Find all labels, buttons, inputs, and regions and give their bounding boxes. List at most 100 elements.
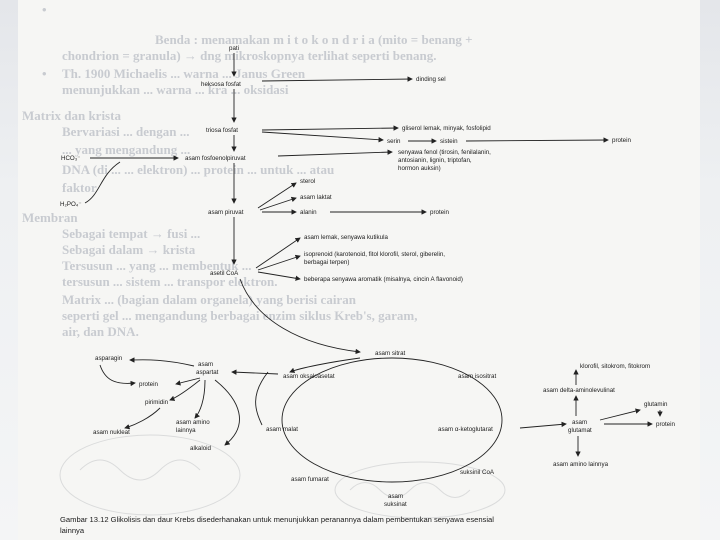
- label-fenol-1: senyawa fenol (tirosin, fenilalanin,: [398, 149, 491, 156]
- arrow-to-asam-lemak: [255, 237, 301, 269]
- arrow-to-gliserol: [261, 125, 399, 131]
- label-serin: serin: [387, 138, 401, 145]
- bg-heading-membrane: Membran: [22, 210, 78, 225]
- label-delta-ala: asam delta-aminolevulinat: [543, 387, 615, 394]
- label-alanin: alanin: [300, 209, 317, 216]
- glycolysis-pathway: pati heksosa fosfat dinding sel triosa f…: [60, 45, 631, 373]
- bg-bullet-dot-2: •: [42, 66, 47, 81]
- bg-bullet8-line1: Tersusun ... yang ... membentuk ...: [62, 258, 252, 273]
- label-asam-amino-lain-3: asam amino lainnya: [553, 461, 609, 468]
- arrow-asetil-sitrat: [239, 278, 361, 355]
- background-slide-text: • Benda : menamakan m i t o k o n d r i …: [22, 2, 473, 339]
- bg-bullet9-line1: Matrix ... (bagian dalam organela) yang …: [62, 292, 357, 307]
- bg-bullet9-line2: seperti gel ... mengandung berbagai enzi…: [62, 308, 417, 323]
- figure-caption-line1: Gambar 13.12 Glikolisis dan daur Krebs d…: [60, 515, 494, 524]
- label-asam-amino-lain-1: asam amino: [176, 419, 210, 426]
- label-aromatik: beberapa senyawa aromatik (misalnya, cin…: [304, 276, 463, 283]
- mitochondrion-sketch: [59, 434, 506, 519]
- label-sterol: sterol: [300, 178, 315, 185]
- label-asam-piruvat: asam piruvat: [208, 209, 244, 216]
- label-asam-nukleat: asam nukleat: [93, 429, 130, 436]
- label-asam-suksinat-2: suksinat: [384, 501, 407, 508]
- label-asam-amino-lain-2: lainnya: [176, 427, 196, 434]
- label-gliserol: gliserol lemak, minyak, fosfolipid: [402, 125, 491, 132]
- figure-caption-line2: lainnya: [60, 526, 85, 535]
- label-alkaloid: alkaloid: [190, 445, 212, 452]
- label-asam-glutamat-1: asam: [572, 419, 587, 426]
- label-glutamin: glutamin: [644, 401, 668, 408]
- label-pep: asam fosfoenolpiruvat: [185, 155, 246, 162]
- arrow-keto-glutamat: [519, 421, 567, 429]
- arrow-to-fenol: [277, 149, 393, 157]
- arrow-aspartat-protein: [175, 377, 201, 386]
- arrow-to-laktat: [259, 196, 297, 211]
- bg-bullet2-line1: Th. 1900 Michaelis ... warna ... Janus G…: [62, 66, 306, 81]
- label-asam-suksinat-1: asam: [388, 493, 403, 500]
- arrow-aspartat-asparagin: [129, 357, 195, 367]
- label-asam-aspartat-1: asam: [198, 361, 213, 368]
- arrow-to-amino-lain: [194, 379, 206, 419]
- label-suksinil-coa: suksinil CoA: [460, 469, 495, 476]
- label-protein-1: protein: [612, 137, 631, 144]
- label-fenol-2: antosianin, lignin, triptofan,: [398, 157, 472, 164]
- bg-bullet6: Sebagai tempat → fusi ...: [62, 226, 200, 241]
- arrow-oksalo-aspartat: [231, 369, 279, 375]
- label-dinding-sel: dinding sel: [416, 76, 446, 83]
- bg-heading-matrix: Matrix dan krista: [22, 108, 121, 123]
- bg-bullet5-line1: DNA (di ... ... elektron) ... protein ..…: [62, 162, 334, 177]
- label-protein-4: protein: [656, 421, 675, 428]
- label-asam-oksaloasetat: asam oksaloasetat: [283, 373, 335, 380]
- arc-oksalo-malat: [255, 371, 269, 426]
- label-h2po4: H₂PO₄⁻: [60, 201, 82, 208]
- label-heksosa-fosfat: heksosa fosfat: [201, 81, 241, 88]
- label-isoprenoid-1: isoprenoid (karotenoid, fitol klorofil, …: [304, 251, 445, 258]
- bg-bullet-dot-1: •: [42, 2, 47, 17]
- arrow-glutamat-glutamin: [599, 408, 641, 421]
- cycle-ring: [281, 357, 503, 483]
- bg-bullet4: ... yang mengandung ...: [62, 142, 190, 157]
- bg-bullet2-line2: menunjukkan ... warna ... kra ... oksida…: [62, 82, 289, 97]
- label-pirimidin: pirimidin: [145, 399, 169, 406]
- label-hco3: HCO₃⁻: [61, 155, 81, 162]
- label-pati: pati: [229, 45, 239, 52]
- arrow-asparagin-protein: [99, 364, 136, 387]
- arrow-to-pirimidin: [169, 379, 201, 401]
- label-asparagin: asparagin: [95, 355, 123, 362]
- label-triosa-fosfat: triosa fosfat: [206, 127, 238, 134]
- label-asam-malat: asam malat: [266, 426, 298, 433]
- label-asam-laktat: asam laktat: [300, 194, 332, 201]
- label-asam-aspartat-2: aspartat: [196, 369, 219, 376]
- label-protein-3: protein: [139, 381, 158, 388]
- scanned-page: • Benda : menamakan m i t o k o n d r i …: [18, 0, 700, 540]
- label-asam-sitrat: asam sitrat: [375, 350, 406, 357]
- arrow-to-aromatik: [257, 271, 301, 281]
- bg-bullet5-line2: faktor: [62, 180, 97, 195]
- label-klorofil: klorofil, sitokrom, fitokrom: [580, 363, 650, 370]
- arrow-hco3-loop: [84, 161, 121, 204]
- arrow-to-alkaloid: [214, 379, 240, 446]
- arrow-pirimidin-nukleat: [124, 407, 161, 430]
- label-protein-2: protein: [430, 209, 449, 216]
- arrow-to-isoprenoid: [257, 254, 301, 271]
- label-ketoglutarat: asam α-ketoglutarat: [438, 426, 493, 433]
- krebs-cycle: asam sitrat asam oksaloasetat asam isosi…: [93, 350, 675, 508]
- label-sistein: sistein: [440, 138, 458, 145]
- label-isoprenoid-2: berbagai terpen): [304, 259, 349, 266]
- bg-bullet7: Sebagai dalam → krista: [62, 242, 196, 257]
- label-asam-lemak: asam lemak, senyawa kutikula: [304, 234, 388, 241]
- arrow-to-sterol: [257, 182, 297, 209]
- label-asam-fumarat: asam fumarat: [291, 476, 329, 483]
- metabolism-diagram: • Benda : menamakan m i t o k o n d r i …: [22, 2, 675, 535]
- bg-bullet1-line1: Benda : menamakan m i t o k o n d r i a …: [155, 32, 473, 47]
- label-fenol-3: hormon auksin): [398, 165, 441, 172]
- bg-bullet8-line2: tersusun ... sistem ... transpor elektro…: [62, 274, 277, 289]
- arrow-to-serin: [261, 131, 384, 143]
- label-asetil-coa: asetil CoA: [210, 270, 239, 277]
- bg-bullet9-line3: air, dan DNA.: [62, 324, 139, 339]
- label-asam-isositrat: asam isositrat: [458, 373, 496, 380]
- arrow-to-oksaloasetat: [289, 357, 361, 373]
- arrow-to-dinding-sel: [261, 76, 413, 82]
- label-asam-glutamat-2: glutamat: [568, 427, 592, 434]
- bg-bullet1-line2: chondrion = granula) → dng mikroskopnya …: [62, 48, 436, 63]
